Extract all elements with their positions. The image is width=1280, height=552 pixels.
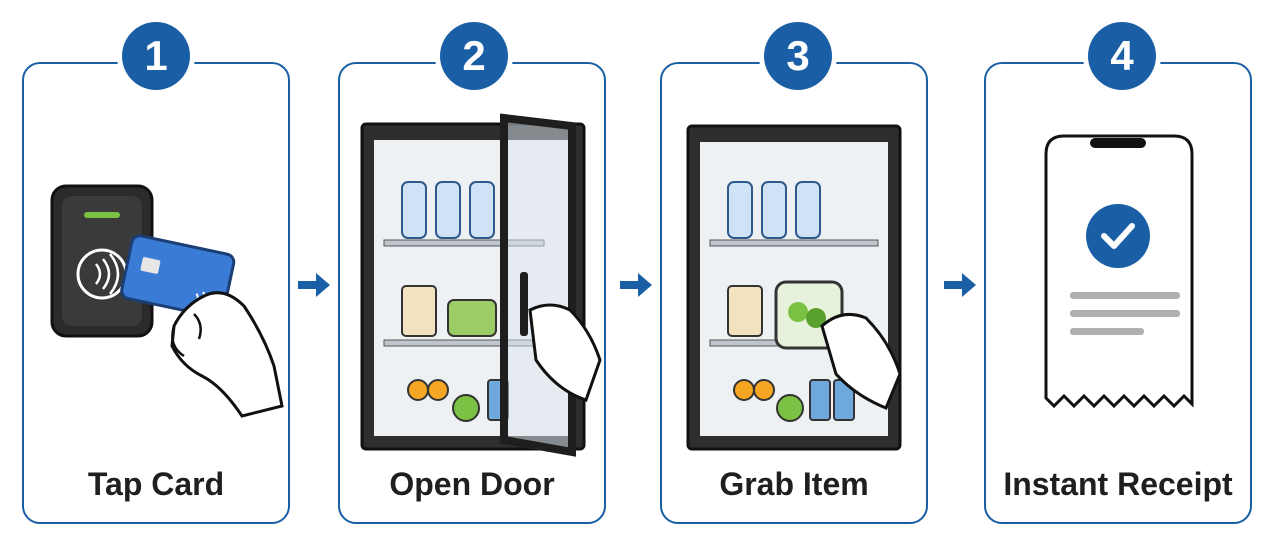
fridge-open-icon <box>360 113 602 457</box>
step-panel-4: Instant Receipt <box>984 62 1252 524</box>
step-panel-1: Tap Card <box>22 62 290 524</box>
step-badge-4: 4 <box>1088 22 1156 90</box>
step-badge-2: 2 <box>440 22 508 90</box>
step-label-2: Open Door <box>389 466 555 502</box>
step-label-1: Tap Card <box>87 466 225 502</box>
step-label-3: Grab Item <box>719 466 869 502</box>
card-tap-icon <box>50 184 284 418</box>
receipt-phone-icon <box>1044 134 1194 409</box>
step-panel-3: Grab Item <box>660 62 928 524</box>
step-panel-2: Open Door <box>338 62 606 524</box>
arrow-right-icon <box>620 273 652 297</box>
arrow-right-icon <box>298 273 330 297</box>
arrow-right-icon <box>944 273 976 297</box>
step-badge-3: 3 <box>764 22 832 90</box>
step-badge-1: 1 <box>122 22 190 90</box>
grab-item-icon <box>686 124 902 451</box>
step-label-4: Instant Receipt <box>1003 466 1233 502</box>
checkmark-icon <box>1086 204 1150 268</box>
